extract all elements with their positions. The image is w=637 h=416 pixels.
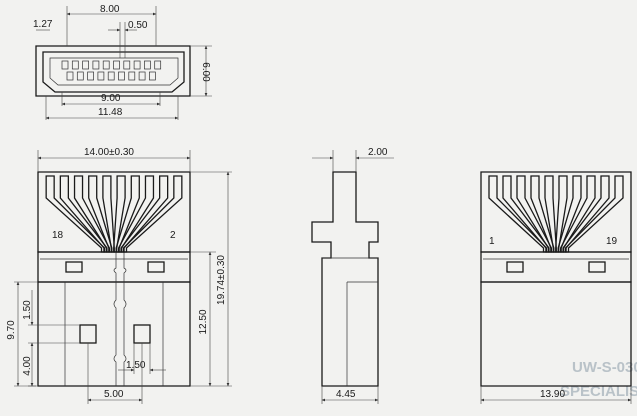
back-latch-window-right: [588, 261, 606, 273]
dim-19-74: 19.74±0.30: [216, 255, 227, 305]
top-pin: [87, 71, 94, 81]
front-view-pins: [45, 175, 183, 253]
top-pin: [154, 60, 162, 70]
top-view-outer-shell: [35, 45, 191, 97]
dim-9-00: 9.00: [101, 93, 121, 104]
top-pin: [82, 60, 89, 70]
top-pin: [149, 71, 156, 81]
front-view-middle-band: [37, 251, 191, 283]
back-latch-window-left: [506, 261, 524, 273]
front-pin-label-2: 2: [170, 230, 176, 241]
front-pin-label-18: 18: [52, 230, 64, 241]
top-pin: [144, 60, 151, 70]
top-pin: [92, 60, 100, 70]
front-hole-right: [133, 324, 151, 344]
dim-9-70: 9.70: [6, 320, 17, 340]
front-latch-window-left: [65, 261, 83, 273]
dim-1-50-bottom: 1.50: [126, 360, 146, 371]
top-pin: [66, 71, 74, 81]
back-pin-label-1: 1: [489, 236, 495, 247]
solder-tail: [530, 175, 555, 253]
solder-tail: [562, 175, 610, 253]
dim-14-00: 14.00±0.30: [84, 147, 134, 158]
front-latch-window-right: [147, 261, 165, 273]
back-view-pins: [488, 175, 624, 253]
back-pin-label-19: 19: [606, 236, 618, 247]
dim-1-27: 1.27: [33, 19, 53, 30]
solder-tail: [544, 175, 557, 253]
dim-5-00: 5.00: [104, 389, 124, 400]
solder-tail: [555, 175, 568, 253]
dim-11-48: 11.48: [98, 107, 123, 118]
top-pin: [107, 71, 115, 81]
dim-4-00: 4.00: [22, 356, 33, 376]
top-pin: [71, 60, 79, 70]
solder-tail: [559, 175, 596, 253]
top-pin: [61, 60, 69, 70]
top-pin: [102, 60, 110, 70]
solder-tail: [102, 175, 115, 253]
top-pin: [76, 71, 84, 81]
solder-tail: [117, 175, 155, 253]
solder-tail: [88, 175, 113, 253]
dim-13-90: 13.90: [540, 389, 565, 400]
dim-12-50: 12.50: [198, 309, 209, 334]
back-view-middle-band: [480, 251, 632, 283]
top-view-inner-socket: [42, 51, 185, 93]
top-view-pins: [61, 60, 162, 81]
front-view: 18 2 14.00±0.30 19.74±0.30 12.50 9.70 1.…: [6, 147, 232, 404]
dim-2-00: 2.00: [368, 147, 388, 158]
watermark-line2: SPECIALIST: [560, 383, 637, 400]
top-pin: [97, 71, 105, 81]
front-hole-left: [79, 324, 97, 344]
top-pin: [118, 71, 125, 81]
side-view-profile: [311, 171, 379, 387]
top-view-tongue: [49, 57, 179, 86]
dim-0-50: 0.50: [128, 20, 148, 31]
watermark-line1: UW-S-030-20: [572, 359, 637, 376]
top-view: 8.00 0.50 1.27 6.00 9.00 11.48: [33, 4, 212, 120]
front-view-lower-shell: [37, 281, 191, 387]
solder-tail: [113, 175, 126, 253]
solder-tail: [564, 175, 624, 253]
solder-tail: [122, 175, 183, 253]
top-pin: [128, 71, 136, 81]
dim-6-00: 6.00: [200, 62, 211, 82]
top-pin: [113, 60, 120, 70]
top-pin: [138, 71, 146, 81]
back-view: 1 19 13.90: [480, 171, 632, 404]
dim-8-00: 8.00: [100, 4, 120, 15]
dim-4-45: 4.45: [336, 389, 356, 400]
solder-tail: [516, 175, 553, 253]
top-pin: [123, 60, 131, 70]
solder-tail: [73, 175, 111, 253]
side-view: 2.00 4.45: [311, 147, 394, 404]
solder-tail: [115, 175, 140, 253]
solder-tail: [557, 175, 582, 253]
solder-tail: [59, 175, 108, 253]
solder-tail: [120, 175, 169, 253]
top-pin: [133, 60, 141, 70]
dim-1-50-left: 1.50: [22, 300, 33, 320]
solder-tail: [502, 175, 550, 253]
